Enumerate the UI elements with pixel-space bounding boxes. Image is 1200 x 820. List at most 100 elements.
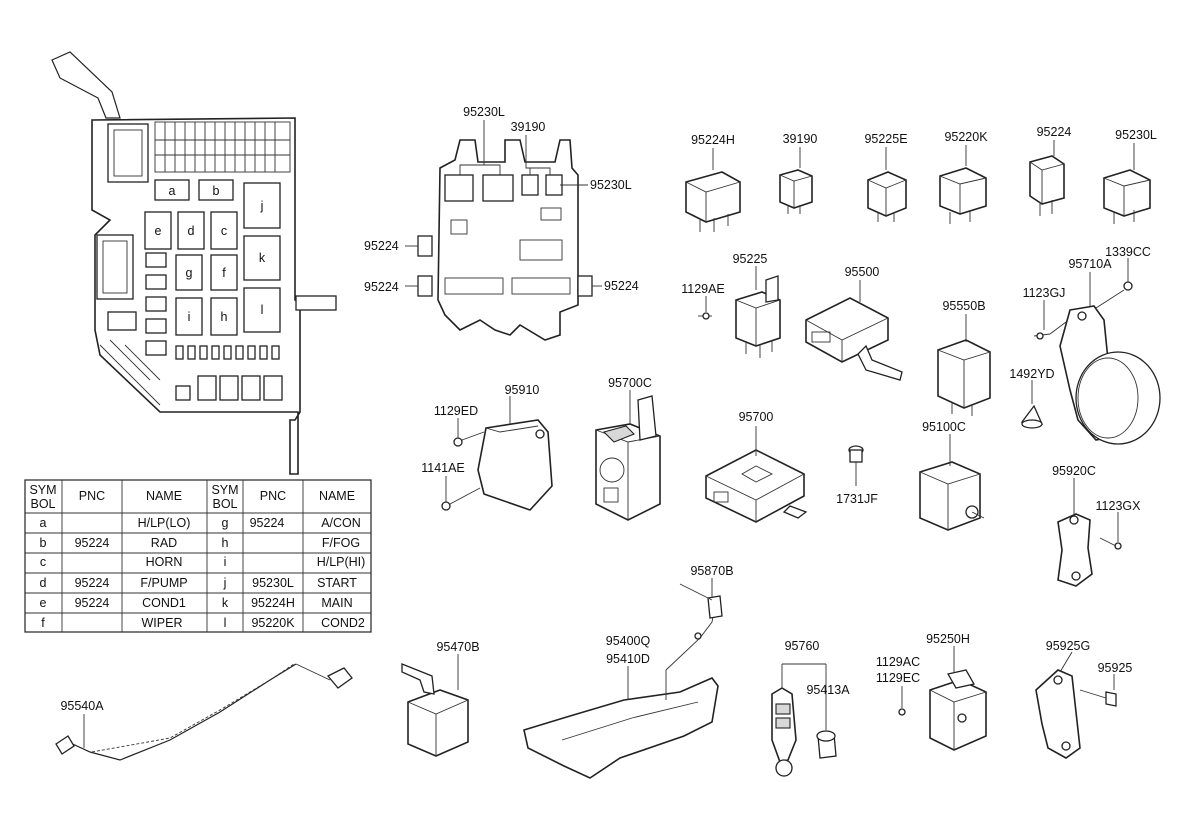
label-95413A: 95413A: [806, 683, 850, 697]
slot-f-label: f: [222, 266, 226, 280]
table-cell: c: [40, 555, 46, 569]
slot-d-label: d: [188, 224, 195, 238]
label-95224-left1: 95224: [364, 239, 399, 253]
table-cell: A/CON: [321, 516, 361, 530]
table-cell: k: [222, 596, 229, 610]
label-1123GX: 1123GX: [1096, 499, 1142, 513]
table-row: a H/LP(LO) g 95224 A/CON: [40, 516, 361, 530]
slot-h-label: h: [221, 310, 228, 324]
th-pnc-1: PNC: [79, 489, 105, 503]
th-symbol-1a: SYM: [29, 483, 56, 497]
th-symbol-2a: SYM: [211, 483, 238, 497]
table-row: e 95224 COND1 k 95224H MAIN: [40, 596, 353, 610]
table-cell: COND1: [142, 596, 186, 610]
th-name-1: NAME: [146, 489, 182, 503]
slot-e-label: e: [155, 224, 162, 238]
label-1129AE: 1129AE: [681, 282, 725, 296]
slot-j-label: j: [260, 199, 264, 213]
table-cell: l: [224, 616, 227, 630]
slot-b-label: b: [213, 184, 220, 198]
table-cell: 95224: [75, 536, 110, 550]
label-95920C: 95920C: [1052, 464, 1096, 478]
label-95230L-top: 95230L: [463, 105, 505, 119]
table-cell: i: [224, 555, 227, 569]
table-cell: g: [222, 516, 229, 530]
label-95250H: 95250H: [926, 632, 970, 646]
table-cell: RAD: [151, 536, 177, 550]
label-95400Q: 95400Q: [606, 634, 651, 648]
table-cell: 95224: [75, 596, 110, 610]
label-1731JF: 1731JF: [836, 492, 878, 506]
middle-parts: 95225 1129AE 95500 95550B 95710A 1339CC: [681, 245, 1161, 445]
table-cell: H/LP(HI): [317, 555, 366, 569]
slot-g-label: g: [186, 266, 193, 280]
table-cell: F/FOG: [322, 536, 360, 550]
table-cell: F/PUMP: [140, 576, 187, 590]
label-95925G: 95925G: [1046, 639, 1090, 653]
label-95224H: 95224H: [691, 133, 735, 147]
table-cell: j: [223, 576, 227, 590]
label-95100C: 95100C: [922, 420, 966, 434]
table-row: d 95224 F/PUMP j 95230L START: [40, 576, 358, 590]
label-95224-right: 95224: [604, 279, 639, 293]
slot-l-label: l: [261, 303, 264, 317]
label-1141AE: 1141AE: [421, 461, 465, 475]
label-95760: 95760: [785, 639, 820, 653]
table-cell: START: [317, 576, 357, 590]
label-95500: 95500: [845, 265, 880, 279]
label-95925: 95925: [1098, 661, 1133, 675]
label-95410D: 95410D: [606, 652, 650, 666]
label-95225E: 95225E: [864, 132, 907, 146]
relays-row: 95224H 39190 95225E 95220K 95224 95230L: [685, 125, 1157, 232]
table-row: b 95224 RAD h F/FOG: [40, 536, 361, 550]
label-95224-left2: 95224: [364, 280, 399, 294]
table-cell: MAIN: [321, 596, 352, 610]
label-95700: 95700: [739, 410, 774, 424]
label-1129AC: 1129AC: [876, 655, 920, 669]
table-row: c HORN i H/LP(HI): [40, 555, 365, 569]
table-cell: H/LP(LO): [138, 516, 191, 530]
table-row: f WIPER l 95220K COND2: [41, 616, 365, 630]
th-pnc-2: PNC: [260, 489, 286, 503]
label-39190: 39190: [783, 132, 818, 146]
label-95710A: 95710A: [1068, 257, 1112, 271]
table-cell: 95224: [75, 576, 110, 590]
table-cell: HORN: [146, 555, 183, 569]
th-symbol-2b: BOL: [212, 497, 237, 511]
table-cell: f: [41, 616, 45, 630]
table-cell: 95224H: [251, 596, 295, 610]
label-95470B: 95470B: [436, 640, 479, 654]
table-cell: WIPER: [142, 616, 183, 630]
slot-a-label: a: [169, 184, 176, 198]
slot-k-label: k: [259, 251, 266, 265]
relay-table: SYM BOL PNC NAME SYM BOL PNC NAME a H/LP…: [24, 479, 372, 633]
label-95220K: 95220K: [944, 130, 988, 144]
bottom-parts: 95540A 95470B 95400Q 95410D 95870B 95760…: [55, 564, 1133, 779]
label-95230L: 95230L: [1115, 128, 1157, 142]
table-cell: b: [40, 536, 47, 550]
th-symbol-1b: BOL: [30, 497, 55, 511]
label-95700C: 95700C: [608, 376, 652, 390]
label-95870B: 95870B: [690, 564, 733, 578]
slot-c-label: c: [221, 224, 227, 238]
label-95230L-right: 95230L: [590, 178, 632, 192]
label-95540A: 95540A: [60, 699, 104, 713]
label-1123GJ: 1123GJ: [1023, 286, 1066, 300]
junction-box: a b c d e f g h i j k l: [51, 51, 337, 475]
label-95550B: 95550B: [942, 299, 985, 313]
label-1339CC: 1339CC: [1105, 245, 1151, 259]
label-95910: 95910: [505, 383, 540, 397]
table-cell: 95220K: [251, 616, 295, 630]
label-1129EC: 1129EC: [876, 671, 920, 685]
slot-i-label: i: [188, 310, 191, 324]
label-95224: 95224: [1037, 125, 1072, 139]
table-cell: 95224: [250, 516, 285, 530]
table-cell: e: [40, 596, 47, 610]
th-name-2: NAME: [319, 489, 355, 503]
table-cell: d: [40, 576, 47, 590]
label-39190-top: 39190: [511, 120, 546, 134]
label-1492YD: 1492YD: [1009, 367, 1054, 381]
table-cell: h: [222, 536, 229, 550]
label-95225: 95225: [733, 252, 768, 266]
